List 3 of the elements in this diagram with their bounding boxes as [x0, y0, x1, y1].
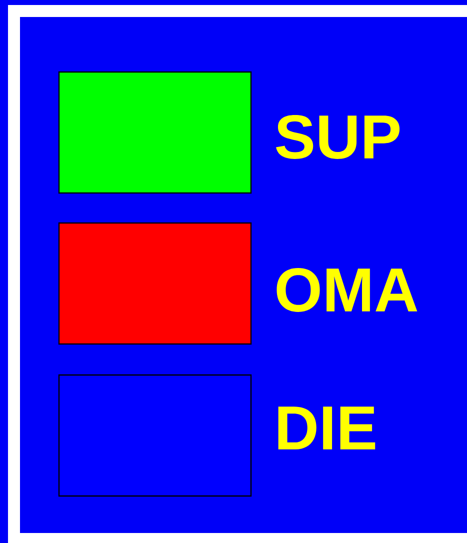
legend-label: SUP: [276, 115, 400, 159]
legend-label: DIE: [278, 406, 376, 450]
legend-label: OMA: [276, 268, 418, 312]
